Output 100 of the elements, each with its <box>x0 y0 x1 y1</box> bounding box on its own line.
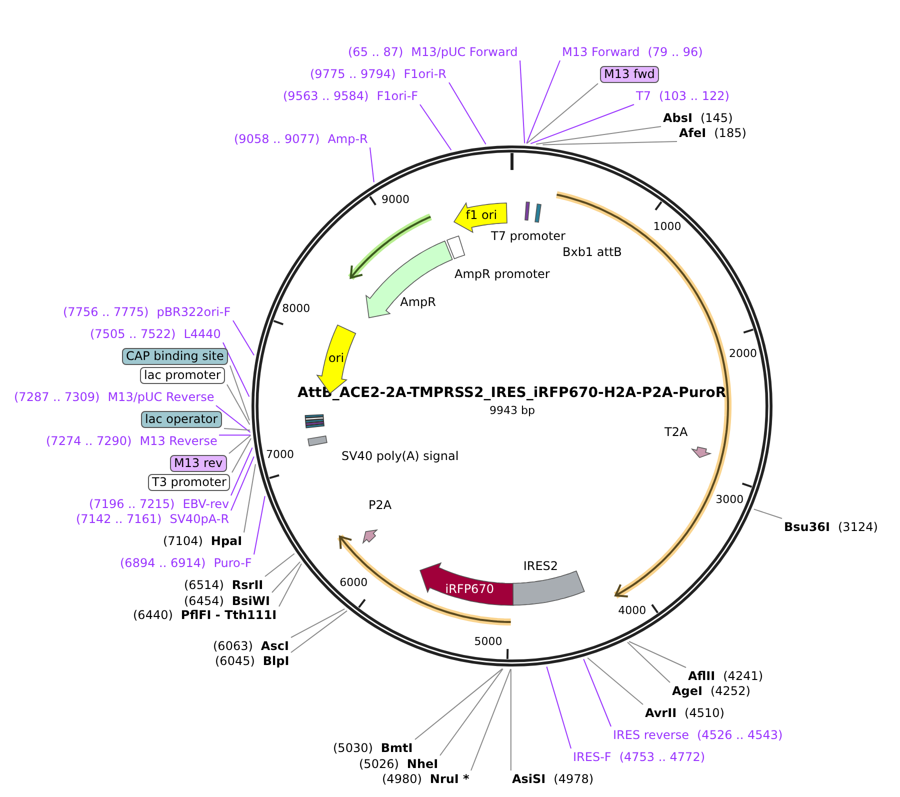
leader-line <box>526 83 598 144</box>
position-range: (4526 .. 4543) <box>697 728 783 742</box>
plasmid-name: AttB_ACE2-2A-TMPRSS2_IRES_iRFP670-H2A-P2A-PuroR <box>298 385 726 401</box>
primer-label: EBV-rev <box>182 496 230 512</box>
feature-label: AmpR <box>400 295 436 310</box>
cut-position: (4252) <box>710 684 750 698</box>
leader-line <box>224 428 251 431</box>
primer-label: F1ori-F <box>376 88 418 104</box>
enzyme-label: AflII <box>688 668 716 684</box>
enzyme-label: RsrII <box>232 578 264 592</box>
tick-label: 2000 <box>729 346 758 360</box>
cut-position: (5030) <box>333 740 373 756</box>
primer-label: M13/pUC Forward <box>411 44 518 60</box>
leader-line <box>230 447 253 496</box>
leader-line <box>230 456 254 511</box>
tick-label: 5000 <box>474 635 502 648</box>
tick-label: 3000 <box>716 493 744 506</box>
leader-line <box>370 147 374 183</box>
leader-line <box>230 365 250 421</box>
leader-line <box>526 60 560 144</box>
leader-line <box>232 438 252 473</box>
enzyme-label: AvrII <box>645 706 677 720</box>
leader-line <box>264 553 295 577</box>
plasmid-length: 9943 bp <box>490 404 535 416</box>
leader-line <box>587 657 644 705</box>
cut-position: (6440) <box>133 608 173 622</box>
enzyme-label: NruI * <box>430 772 470 786</box>
primer-label: Puro-F <box>214 556 252 570</box>
leader-line <box>546 666 572 749</box>
tick-label: 8000 <box>282 302 310 315</box>
enzyme-label: AsiSI <box>512 772 546 786</box>
cut-position: (6045) <box>215 654 255 668</box>
enzyme-label: NheI <box>406 756 438 772</box>
leader-line <box>228 434 252 454</box>
feature-tag: M13 fwd <box>600 66 659 82</box>
feature-tag: M13 rev <box>170 454 227 472</box>
feature-label: ori <box>328 350 344 366</box>
position-range: (7196 .. 7215) <box>89 496 175 512</box>
primer-label: M13/pUC Reverse <box>108 390 214 404</box>
cut-position: (145) <box>700 110 733 126</box>
leader-line <box>272 561 301 593</box>
primer-label: F1ori-R <box>404 66 447 82</box>
leader-line <box>628 641 686 668</box>
cut-position: (6063) <box>213 638 253 654</box>
leader-line <box>226 384 250 426</box>
leader-line <box>542 141 678 146</box>
leader-line <box>244 464 256 533</box>
primer-label: IRES reverse <box>613 728 689 742</box>
leader-line <box>218 434 252 436</box>
feature-label: T7 promoter <box>491 228 566 244</box>
position-range: (9058 .. 9077) <box>234 132 320 146</box>
leader-line <box>254 496 266 555</box>
leader-line <box>222 342 250 398</box>
cut-position: (6514) <box>184 578 224 592</box>
feature-label: IRES2 <box>523 559 558 574</box>
primer-label: M13 Reverse <box>140 434 218 448</box>
enzyme-label: Bsu36I <box>784 520 830 534</box>
position-range: (9563 .. 9584) <box>283 88 369 104</box>
leader-line <box>232 320 254 356</box>
leader-line <box>520 60 526 144</box>
primer-label: pBR322ori-F <box>156 304 231 320</box>
feature-label: P2A <box>368 498 392 513</box>
leader-line <box>583 658 612 727</box>
cut-position: (4510) <box>684 706 724 720</box>
tick-label: 6000 <box>340 576 368 589</box>
cut-position: (3124) <box>838 520 878 534</box>
cut-position: (4241) <box>723 668 764 684</box>
feature-label: SV40 poly(A) signal <box>341 448 459 464</box>
leader-line <box>470 668 512 771</box>
leader-line <box>414 668 503 740</box>
enzyme-label: PflFI - Tth111I <box>180 608 277 622</box>
leader-line <box>530 104 634 144</box>
feature-label: f1 ori <box>466 208 498 224</box>
cut-position: (5026) <box>359 756 399 772</box>
feature-tag: lac operator <box>141 410 222 428</box>
feature-tag: T3 promoter <box>148 474 230 490</box>
primer-label: L4440 <box>184 326 221 342</box>
position-range: (65 .. 87) <box>348 44 404 60</box>
feature-tag: lac promoter <box>140 366 225 384</box>
primer-label: IRES-F <box>573 750 612 764</box>
position-range: (79 .. 96) <box>648 44 703 60</box>
enzyme-label: AscI <box>260 638 289 654</box>
enzyme-label: AfeI <box>679 126 706 140</box>
leader-line <box>290 608 346 638</box>
position-range: (7142 .. 7161) <box>76 512 162 526</box>
leader-line <box>448 82 486 145</box>
feature-label: AmpR promoter <box>454 266 550 282</box>
leader-line <box>216 405 251 433</box>
position-range: (7274 .. 7290) <box>46 434 132 448</box>
leader-line <box>627 642 670 683</box>
leader-line <box>420 104 452 151</box>
enzyme-label: BsiWI <box>232 594 270 608</box>
tick-label: 1000 <box>653 220 682 234</box>
cut-position: (6454) <box>184 594 224 608</box>
leader-line <box>278 563 302 607</box>
enzyme-label: AgeI <box>672 684 702 698</box>
enzyme-label: BmtI <box>380 740 413 756</box>
primer-label: T7 <box>636 88 651 104</box>
position-range: (4753 .. 4772) <box>619 750 706 764</box>
tick-label: 9000 <box>382 193 410 206</box>
